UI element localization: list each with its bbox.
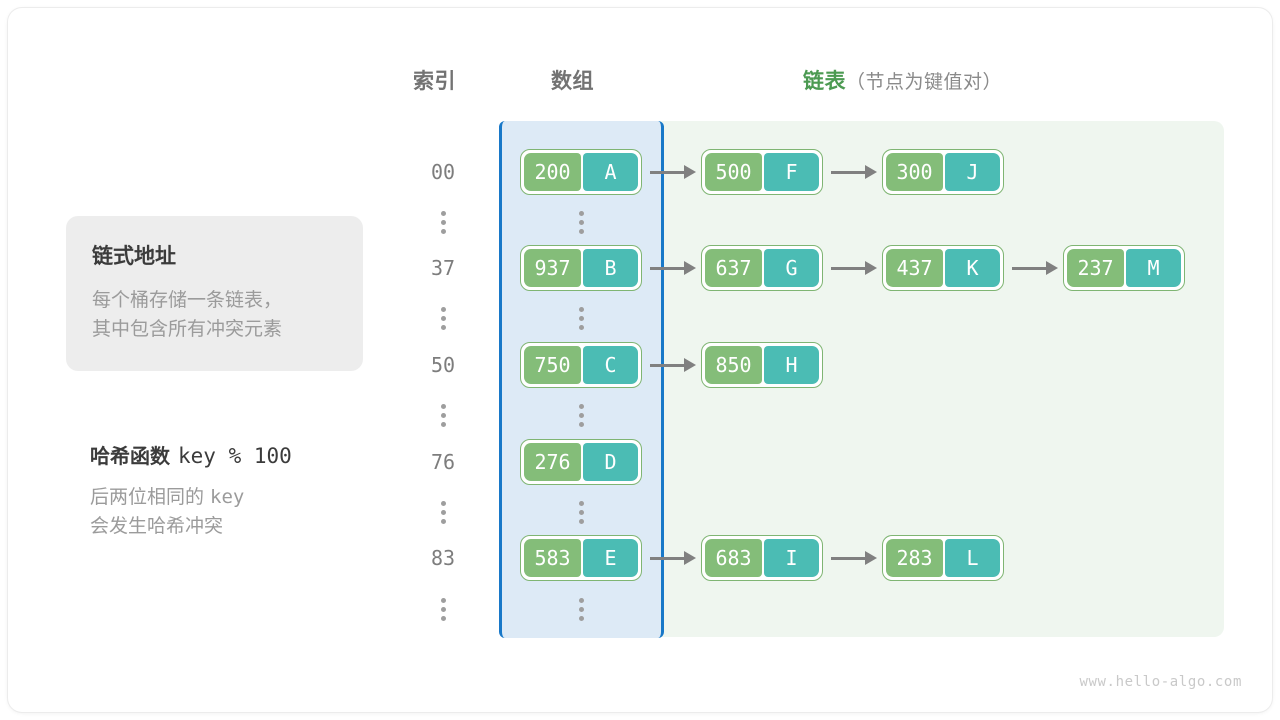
- ellipsis-row: [8, 493, 1272, 539]
- node-key: 276: [524, 443, 581, 481]
- node-key: 283: [886, 539, 943, 577]
- node-key: 437: [886, 249, 943, 287]
- header-array: 数组: [551, 69, 594, 93]
- row-index-label: 37: [430, 256, 456, 280]
- row-index-label: 00: [430, 160, 456, 184]
- chain-arrow-icon: [823, 547, 882, 569]
- hash-function-body: 后两位相同的 key 会发生哈希冲突: [90, 483, 410, 542]
- node-value: A: [583, 153, 638, 191]
- vertical-ellipsis-icon: [571, 404, 591, 427]
- node-value: I: [764, 539, 819, 577]
- node-value: B: [583, 249, 638, 287]
- chaining-info-card: 链式地址 每个桶存储一条链表， 其中包含所有冲突元素: [66, 216, 363, 371]
- vertical-ellipsis-icon: [433, 307, 453, 330]
- header-linked-list: 链表（节点为键值对）: [803, 65, 1002, 95]
- node-value: F: [764, 153, 819, 191]
- node-value: G: [764, 249, 819, 287]
- vertical-ellipsis-icon: [571, 307, 591, 330]
- node-value: J: [945, 153, 1000, 191]
- hash-function-label: 哈希函数: [90, 444, 170, 468]
- hash-function-body-text: 后两位相同的: [90, 486, 211, 508]
- hash-function-title: 哈希函数 key % 100: [90, 440, 410, 469]
- vertical-ellipsis-icon: [433, 211, 453, 234]
- ellipsis-row: [8, 203, 1272, 249]
- header-index: 索引: [413, 69, 456, 93]
- ellipsis-row: [8, 396, 1272, 442]
- row-index-label: 50: [430, 353, 456, 377]
- chain-arrow-icon: [1004, 257, 1063, 279]
- chain-arrow-icon: [823, 257, 882, 279]
- header-linked-list-sub: （节点为键值对）: [846, 71, 1003, 93]
- vertical-ellipsis-icon: [571, 501, 591, 524]
- node-key: 300: [886, 153, 943, 191]
- chain-arrow-icon: [642, 354, 701, 376]
- vertical-ellipsis-icon: [433, 404, 453, 427]
- chain-arrow-icon: [642, 257, 701, 279]
- node-key: 500: [705, 153, 762, 191]
- watermark: www.hello-algo.com: [1079, 674, 1242, 690]
- hash-function-body-line-1: 后两位相同的 key: [90, 483, 410, 512]
- chaining-info-body-line-1: 每个桶存储一条链表，: [92, 289, 283, 311]
- node-value: D: [583, 443, 638, 481]
- node-key: 850: [705, 346, 762, 384]
- node-key: 750: [524, 346, 581, 384]
- hash-function-body-line-2: 会发生哈希冲突: [90, 515, 224, 538]
- ellipsis-row: [8, 299, 1272, 345]
- row-index-label: 76: [430, 450, 456, 474]
- node-value: K: [945, 249, 1000, 287]
- chaining-info-body-line-2: 其中包含所有冲突元素: [92, 318, 283, 341]
- chain-arrow-icon: [823, 161, 882, 183]
- node-key: 237: [1067, 249, 1124, 287]
- node-value: M: [1126, 249, 1181, 287]
- node-key: 583: [524, 539, 581, 577]
- node-value: E: [583, 539, 638, 577]
- row-index-label: 83: [430, 546, 456, 570]
- ellipsis-row: [8, 590, 1272, 636]
- chaining-info-title: 链式地址: [92, 244, 176, 268]
- vertical-ellipsis-icon: [571, 598, 591, 621]
- vertical-ellipsis-icon: [571, 211, 591, 234]
- vertical-ellipsis-icon: [433, 598, 453, 621]
- chain-arrow-icon: [642, 161, 701, 183]
- header-linked-list-main: 链表: [803, 69, 846, 93]
- hash-function-expression: key % 100: [178, 444, 292, 468]
- chaining-info-body: 每个桶存储一条链表， 其中包含所有冲突元素: [92, 286, 337, 345]
- hash-function-body-key: key: [210, 486, 245, 508]
- node-value: C: [583, 346, 638, 384]
- node-key: 683: [705, 539, 762, 577]
- node-value: H: [764, 346, 819, 384]
- node-key: 200: [524, 153, 581, 191]
- node-value: L: [945, 539, 1000, 577]
- node-key: 937: [524, 249, 581, 287]
- chain-arrow-icon: [642, 547, 701, 569]
- node-key: 637: [705, 249, 762, 287]
- vertical-ellipsis-icon: [433, 501, 453, 524]
- hash-function-note: 哈希函数 key % 100 后两位相同的 key 会发生哈希冲突: [90, 440, 410, 542]
